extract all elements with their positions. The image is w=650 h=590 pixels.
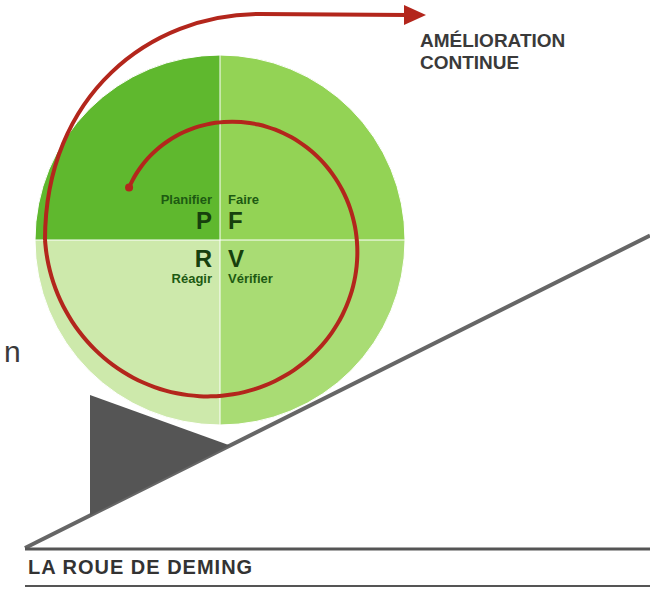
quadrant-text: RRéagir (172, 246, 212, 287)
quadrant-fill (220, 240, 405, 425)
quadrant-shape (220, 55, 405, 240)
step-name: Planifier (161, 193, 212, 207)
quadrant-shape (35, 55, 220, 240)
improvement-label: AMÉLIORATION CONTINUE (420, 30, 590, 74)
pdca-quadrant: PlanifierP (35, 55, 220, 240)
rule-line (25, 548, 650, 551)
rule-line (25, 585, 650, 587)
diagram-caption: LA ROUE DE DEMING (28, 556, 253, 579)
quadrant-fill (220, 55, 405, 240)
quadrant-text: VVérifier (228, 246, 273, 287)
step-letter: V (228, 246, 244, 272)
quadrant-fill (35, 55, 220, 240)
quadrant-text: FaireF (228, 193, 259, 234)
quadrant-text: PlanifierP (161, 193, 212, 234)
step-letter: F (228, 208, 243, 234)
quadrant-shape (220, 240, 405, 425)
step-name: Réagir (172, 272, 212, 286)
pdca-spiral (45, 122, 357, 397)
pdca-quadrant: FaireF (220, 55, 405, 240)
slope-line (25, 236, 650, 549)
step-name: Vérifier (228, 272, 273, 286)
pdca-quadrant: RRéagir (35, 240, 220, 425)
step-letter: R (195, 246, 212, 272)
spiral-start (125, 184, 133, 192)
step-letter: P (196, 208, 212, 234)
quadrant-shape (35, 240, 220, 425)
arrow-head (404, 5, 426, 25)
text-fragment: n (4, 335, 21, 370)
pdca-quadrant: VVérifier (220, 240, 405, 425)
improvement-arrow (45, 14, 408, 240)
quadrant-fill (35, 240, 220, 425)
step-name: Faire (228, 193, 259, 207)
